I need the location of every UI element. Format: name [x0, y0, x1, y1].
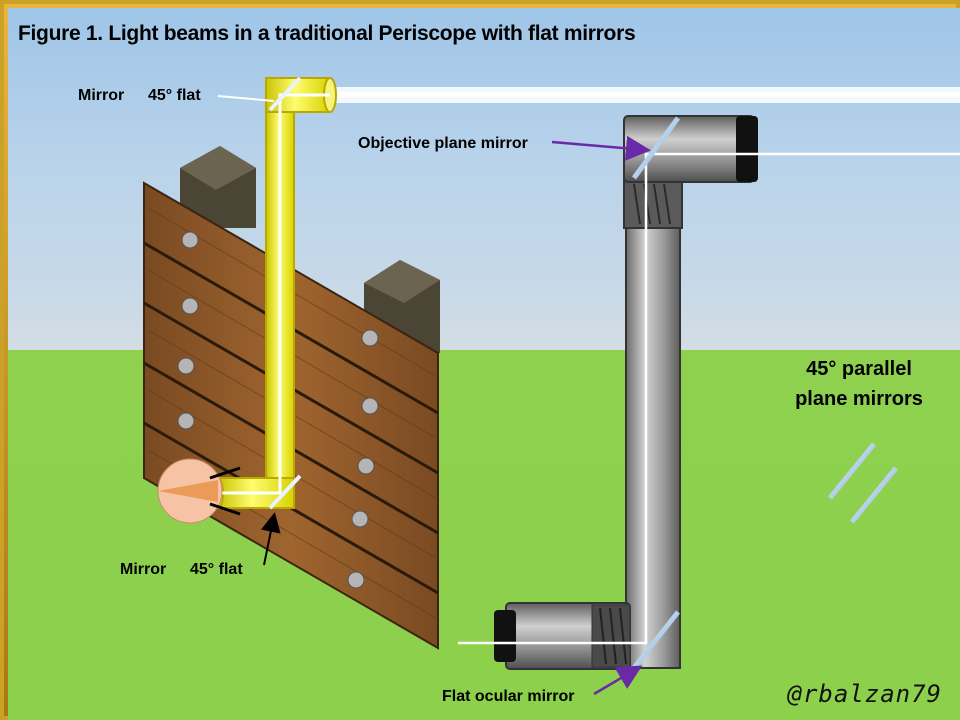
parallel-mirrors-icon — [828, 442, 898, 524]
ocular-arrow-icon — [593, 665, 643, 696]
eye-icon — [157, 458, 241, 524]
objective-mirror-label: Objective plane mirror — [358, 135, 528, 152]
periscope-diagram — [143, 76, 960, 696]
top-mirror-angle-label: 45° flat — [148, 87, 201, 104]
top-mirror-pointer — [217, 95, 275, 102]
top-mirror-label: Mirror — [78, 87, 125, 104]
bottom-mirror-label: Mirror — [120, 561, 167, 578]
bottom-mirror-icon — [268, 474, 302, 510]
fence-post-left — [180, 146, 256, 228]
ocular-mirror-icon — [632, 610, 680, 670]
objective-mirror-icon — [631, 116, 681, 180]
top-mirror-icon — [268, 76, 302, 112]
objective-arrow-icon — [551, 135, 651, 161]
parallel-mirrors-label-line2: plane mirrors — [795, 388, 923, 410]
parallel-mirrors-label-line1: 45° parallel — [806, 358, 912, 380]
incoming-light-beam-top — [333, 87, 960, 103]
ocular-mirror-label: Flat ocular mirror — [442, 688, 575, 705]
figure-title: Figure 1. Light beams in a traditional P… — [18, 22, 636, 45]
bottom-mirror-arrow-icon — [261, 512, 281, 566]
bottom-mirror-angle-label: 45° flat — [190, 561, 243, 578]
grey-periscope — [458, 115, 960, 670]
author-signature: @rbalzan79 — [787, 680, 942, 708]
scene-background: Figure 1. Light beams in a traditional P… — [8, 8, 960, 720]
